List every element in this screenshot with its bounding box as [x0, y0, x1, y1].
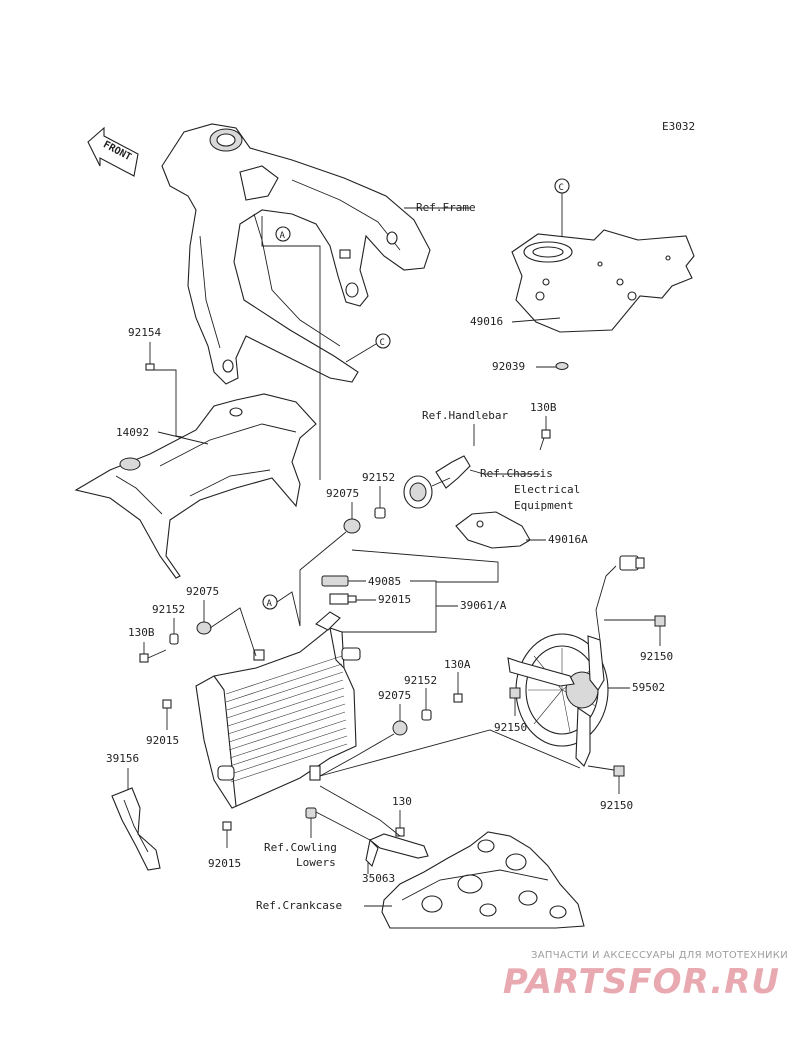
damper-49085 [321, 575, 349, 587]
label-92152-right: 92152 [404, 674, 437, 687]
bolt-130a [453, 693, 463, 703]
radiator-core [225, 655, 348, 783]
label-49085: 49085 [368, 575, 401, 588]
leader-39061a-bracket [340, 580, 437, 633]
label-39156: 39156 [106, 752, 139, 765]
collar-92152-right [421, 709, 432, 721]
cover-14092 [74, 393, 317, 579]
collar-92152-top [374, 507, 386, 519]
label-ref-cowling-2: Lowers [296, 856, 336, 869]
label-130a: 130A [444, 658, 471, 671]
label-59502: 59502 [632, 681, 665, 694]
label-49016a: 49016A [548, 533, 588, 546]
callout-a1-leader [261, 216, 321, 480]
label-130b-top: 130B [530, 401, 557, 414]
leader-92075-right-mount [319, 733, 395, 777]
bolt-92150-b [509, 687, 521, 699]
label-130b-left: 130B [128, 626, 155, 639]
label-ref-chassis-1: Ref.Chassis [480, 467, 553, 480]
collar-cowling [305, 807, 317, 819]
label-92039: 92039 [492, 360, 525, 373]
callout-a1 [275, 226, 291, 242]
label-49016: 49016 [470, 315, 503, 328]
watermark-caption: ЗАПЧАСТИ И АКСЕССУАРЫ ДЛЯ МОТОТЕХНИКИ [531, 950, 788, 961]
pad-49016a [455, 511, 531, 549]
bolt-92150-a [654, 615, 666, 627]
leader-92150-c-mount [587, 765, 615, 771]
grommet-92075-top [343, 518, 361, 534]
watermark-logo: PARTSFOR.RU [502, 962, 780, 1002]
bracket-35063 [365, 833, 429, 868]
label-92015-mid: 92015 [378, 593, 411, 606]
bolt-92154 [145, 363, 155, 371]
label-92150-c: 92150 [600, 799, 633, 812]
leader-fan-mount [319, 729, 581, 777]
label-ref-crankcase: Ref.Crankcase [256, 899, 342, 912]
label-ref-chassis-2: Electrical [514, 483, 580, 496]
callout-c1-text: C [380, 338, 385, 348]
label-35063: 35063 [362, 872, 395, 885]
callout-c1 [375, 333, 391, 349]
label-92150-b: 92150 [494, 721, 527, 734]
callout-a2-leader [276, 591, 301, 627]
leader-ref-cowling-b [315, 811, 371, 841]
frame-drawing [161, 123, 431, 385]
leader-130-mount [319, 785, 401, 837]
grommet-92075-right [392, 720, 408, 736]
callout-c2-text: C [559, 183, 564, 193]
bolt-130 [395, 827, 405, 837]
label-92150-a: 92150 [640, 650, 673, 663]
label-ref-cowling-1: Ref.Cowling [264, 841, 337, 854]
label-14092: 14092 [116, 426, 149, 439]
clip-92015-mid-tab [347, 595, 357, 603]
cover-39156 [111, 787, 161, 871]
label-92015-bottom: 92015 [208, 857, 241, 870]
crankcase-drawing [381, 831, 585, 929]
bolt-130b-left [139, 649, 167, 663]
leader-49016 [511, 317, 561, 323]
radiator-assembly [195, 611, 361, 809]
diagram-code: E3032 [662, 120, 695, 133]
leader-92075-left-mount [209, 607, 257, 657]
label-ref-frame: Ref.Frame [416, 201, 476, 214]
callout-a2-text: A [267, 599, 273, 609]
fan-59502 [507, 555, 645, 767]
label-92154: 92154 [128, 326, 161, 339]
grommet-92075-left [196, 621, 212, 635]
label-92152-top: 92152 [362, 471, 395, 484]
plate-49016 [511, 229, 695, 333]
label-ref-handlebar: Ref.Handlebar [422, 409, 508, 422]
label-92152-left: 92152 [152, 603, 185, 616]
label-ref-chassis-3: Equipment [514, 499, 574, 512]
label-92075-left: 92075 [186, 585, 219, 598]
leader-92154-b [154, 369, 201, 441]
front-arrow-icon: FRONT [87, 126, 139, 177]
collar-92152-left [169, 633, 179, 645]
horn-assembly [403, 455, 471, 509]
bolt-92150-c [613, 765, 625, 777]
label-92075-right: 92075 [378, 689, 411, 702]
label-92015-left: 92015 [146, 734, 179, 747]
leader-49016a-link [351, 549, 499, 583]
label-130: 130 [392, 795, 412, 808]
leader-ref-chassis [469, 469, 540, 475]
label-92075-top: 92075 [326, 487, 359, 500]
bolt-130b-top [539, 429, 551, 451]
label-39061a: 39061/A [460, 599, 507, 612]
washer-92039 [555, 362, 569, 370]
clip-92015-bottom [222, 821, 232, 831]
leader-14092 [157, 431, 209, 445]
clip-92015-mid [329, 593, 349, 605]
clip-92015-left [162, 699, 172, 709]
leader-92075-top-down [299, 531, 347, 626]
callout-a1-text: A [280, 231, 286, 241]
callout-c1-leader [345, 343, 377, 363]
